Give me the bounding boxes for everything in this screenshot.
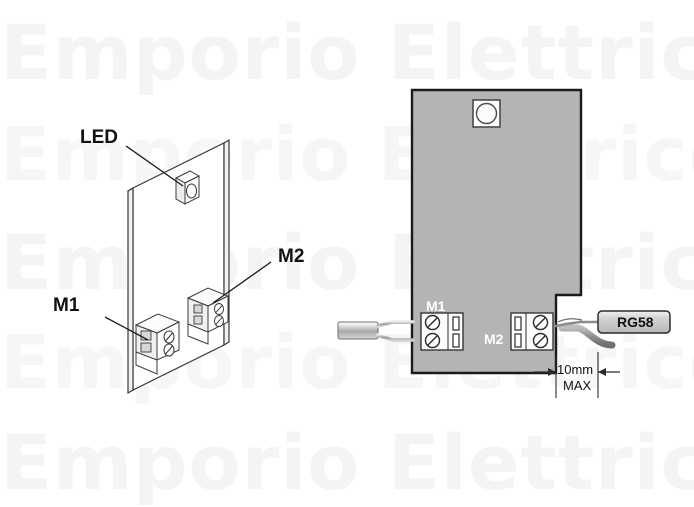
right-pcb-assembly [337,88,671,398]
coax-cable-icon [554,318,616,349]
led-circle-icon [475,102,498,125]
m2-entry-slot-2 [514,333,522,348]
pcb-m2-terminal [510,312,554,351]
m1-leader-line [104,316,149,341]
rg58-tag [597,310,671,334]
pcb-m1-terminal [420,312,464,351]
m2-slot-2 [193,315,203,325]
m2-leader-line [212,261,272,304]
pcb-board [410,88,583,375]
m1-screw-slot-2 [165,345,173,355]
m2-screw-slot-1 [535,317,546,328]
wire-sheath [337,321,379,340]
m2-screw-slot-1 [215,305,223,313]
m2-entry-slot-1 [514,316,522,331]
pcb-label-m2: M2 [484,331,504,347]
rg58-tag-box [597,310,671,334]
coax-center-conductor [554,320,602,328]
m2-connector [186,287,230,345]
coax-strip-edge [557,318,583,323]
dimension-limit: MAX [563,378,592,393]
m1-screw-slot-1 [165,332,173,342]
m1-base [135,352,158,375]
twin-wire-icon [337,320,415,342]
m2-screw-slot-2 [215,317,223,325]
m1-slot-2 [140,342,152,353]
board-edge-left [127,186,134,395]
m2-base [187,324,209,345]
coax-braid [558,324,616,349]
left-isometric-assembly [104,138,272,395]
led-leader-line [125,145,184,187]
label-led: LED [80,127,118,148]
m1-entry-slot-2 [452,333,460,348]
board-edge-line [127,187,134,192]
pcb-led-indicator [472,99,501,128]
m1-screw-slot-2 [427,335,438,346]
led-lens-circle [186,183,197,199]
dim-arrowhead-right [598,368,606,376]
label-m2: M2 [278,246,305,267]
m2-slot-1 [193,304,203,314]
rg58-label: RG58 [617,314,654,330]
dimension-10mm-max [534,352,620,398]
m1-entry-slot-1 [452,316,460,331]
wire-conductor-bottom [376,333,415,342]
pcb-label-m1: M1 [426,298,446,314]
m1-slot-1 [140,330,152,341]
dimension-value: 10mm [557,362,594,377]
led-icon [174,170,201,205]
label-m1: M1 [53,295,80,316]
m2-screw-slot-2 [535,335,546,346]
m1-connector [134,313,181,375]
wire-conductor-top [376,320,415,328]
dim-arrowhead-left [548,368,556,376]
m1-screw-slot-1 [427,317,438,328]
